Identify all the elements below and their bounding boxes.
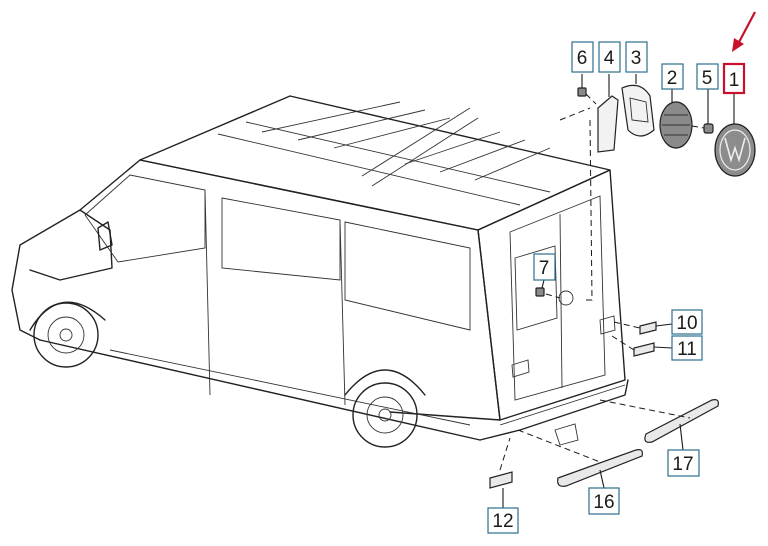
callout-17-label: 17 bbox=[672, 454, 693, 475]
part-6-bolt bbox=[577, 74, 597, 105]
vw-emblem-icon bbox=[714, 94, 756, 177]
part-7-bolt bbox=[535, 279, 561, 299]
callout-12-label: 12 bbox=[492, 511, 513, 532]
callout-2: 2 bbox=[661, 63, 684, 90]
part-16-strip bbox=[517, 429, 643, 489]
callout-4-label: 4 bbox=[604, 48, 615, 69]
callout-7: 7 bbox=[533, 253, 556, 281]
van-rear-three-quarter-icon bbox=[11, 95, 629, 448]
callout-7-label: 7 bbox=[539, 258, 550, 279]
callout-10-label: 10 bbox=[676, 313, 697, 334]
red-arrow-icon bbox=[732, 11, 756, 52]
callout-2-label: 2 bbox=[667, 68, 678, 89]
part-5-screw bbox=[691, 86, 714, 134]
part-17-strip bbox=[599, 399, 719, 451]
callout-16: 16 bbox=[588, 487, 620, 515]
callout-11: 11 bbox=[671, 335, 703, 361]
assembly-line bbox=[584, 119, 593, 301]
part-4-bracket bbox=[597, 74, 619, 153]
callout-10: 10 bbox=[671, 309, 703, 335]
callout-17: 17 bbox=[667, 449, 700, 477]
callout-12: 12 bbox=[487, 507, 519, 534]
part-12-badge bbox=[489, 437, 513, 508]
callout-3-label: 3 bbox=[631, 48, 642, 69]
callout-1: 1 bbox=[722, 62, 746, 95]
callout-1-label: 1 bbox=[729, 70, 740, 91]
callout-5-label: 5 bbox=[702, 68, 713, 89]
callout-3: 3 bbox=[625, 41, 648, 73]
part-3-carrier bbox=[621, 74, 655, 137]
part-11-badge bbox=[611, 335, 673, 357]
callout-16-label: 16 bbox=[593, 492, 614, 513]
callout-6-label: 6 bbox=[577, 48, 588, 69]
callout-5: 5 bbox=[696, 63, 719, 90]
callout-6: 6 bbox=[571, 41, 594, 73]
callout-4: 4 bbox=[598, 41, 621, 73]
callout-11-label: 11 bbox=[677, 339, 697, 360]
part-2-grid bbox=[659, 86, 693, 149]
part-10-badge bbox=[613, 321, 673, 335]
